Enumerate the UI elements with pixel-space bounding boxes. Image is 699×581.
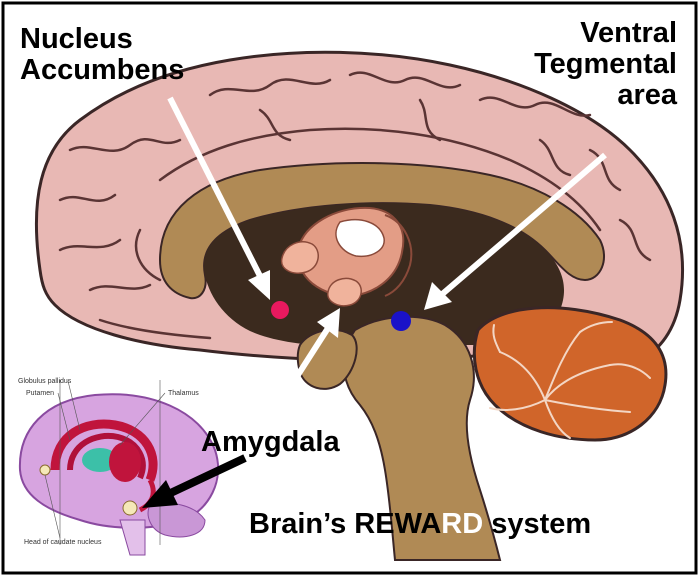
vta-dot bbox=[391, 311, 411, 331]
nucleus-label-line1: Nucleus bbox=[20, 23, 133, 55]
amygdala-label: Amygdala bbox=[201, 426, 340, 458]
arrowhead-nucleus-accumbens bbox=[248, 270, 270, 300]
inset-label-head-of-caudate: Head of caudate nucleus bbox=[24, 539, 102, 546]
inset-arrow-shaft bbox=[158, 454, 247, 502]
cerebellum bbox=[472, 306, 668, 442]
arrow-nucleus-accumbens bbox=[167, 96, 265, 282]
inset-label-putamen: Putamen bbox=[26, 390, 55, 397]
brainstem bbox=[342, 315, 502, 561]
nucleus-label-line2: Accumbens bbox=[20, 54, 185, 86]
arrow-amygdala bbox=[284, 323, 333, 394]
title-part2-highlight: RD bbox=[441, 508, 484, 540]
arrowhead-amygdala bbox=[317, 308, 340, 338]
vta-label-line3: area bbox=[617, 79, 677, 111]
vta-label-line2: Tegmental bbox=[534, 48, 677, 80]
basal-ganglia bbox=[280, 206, 413, 307]
inset-label-globulus-pallidus: Globulus pallidus bbox=[18, 378, 72, 385]
vta-label: Ventral Tegmental area bbox=[534, 18, 677, 111]
nucleus-accumbens-label: Nucleus Accumbens bbox=[20, 24, 184, 86]
arrows bbox=[167, 96, 607, 394]
title-part1: Brain’s REWA bbox=[249, 508, 442, 540]
diagram-title: Brain’s REWARD system bbox=[249, 509, 591, 540]
inset-arrow-head bbox=[142, 480, 178, 508]
title-part3: system bbox=[483, 508, 592, 540]
vta-label-line1: Ventral bbox=[580, 17, 677, 49]
nucleus-accumbens-dot bbox=[271, 301, 289, 319]
arrow-vta bbox=[438, 152, 607, 299]
brain-folds bbox=[58, 71, 652, 340]
arrowhead-vta bbox=[424, 282, 452, 310]
inset-brain bbox=[12, 372, 247, 562]
inset-label-thalamus: Thalamus bbox=[168, 390, 199, 397]
